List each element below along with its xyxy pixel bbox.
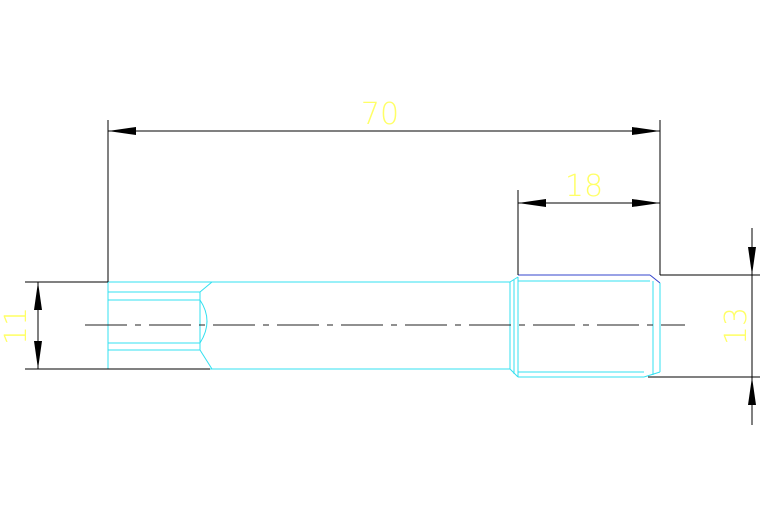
- dimension-lines: [25, 120, 760, 425]
- dim-text-70: 70: [361, 97, 399, 132]
- socket-chamfer-top: [199, 281, 213, 293]
- socket-chamfer-bottom: [199, 349, 213, 370]
- arrow-11-bottom: [34, 341, 42, 369]
- arrow-70-right: [632, 127, 660, 135]
- arrow-18-left: [518, 199, 546, 207]
- dim-text-11: 11: [0, 307, 34, 345]
- dimension-arrows: [34, 127, 756, 405]
- thread-end-chamfer-top: [649, 274, 661, 284]
- arrow-70-left: [108, 127, 136, 135]
- shoulder-top: [509, 276, 519, 283]
- socket-cone-tip: [199, 299, 208, 344]
- thread-major-top: [518, 274, 661, 284]
- arrow-13-top: [748, 247, 756, 275]
- thread-end-chamfer-bottom: [643, 371, 661, 378]
- dim-text-13: 13: [719, 307, 754, 345]
- dim-text-18: 18: [565, 169, 603, 204]
- arrow-18-right: [632, 199, 660, 207]
- arrow-11-top: [34, 282, 42, 310]
- arrow-13-bottom: [748, 377, 756, 405]
- part-outline: [107, 276, 661, 378]
